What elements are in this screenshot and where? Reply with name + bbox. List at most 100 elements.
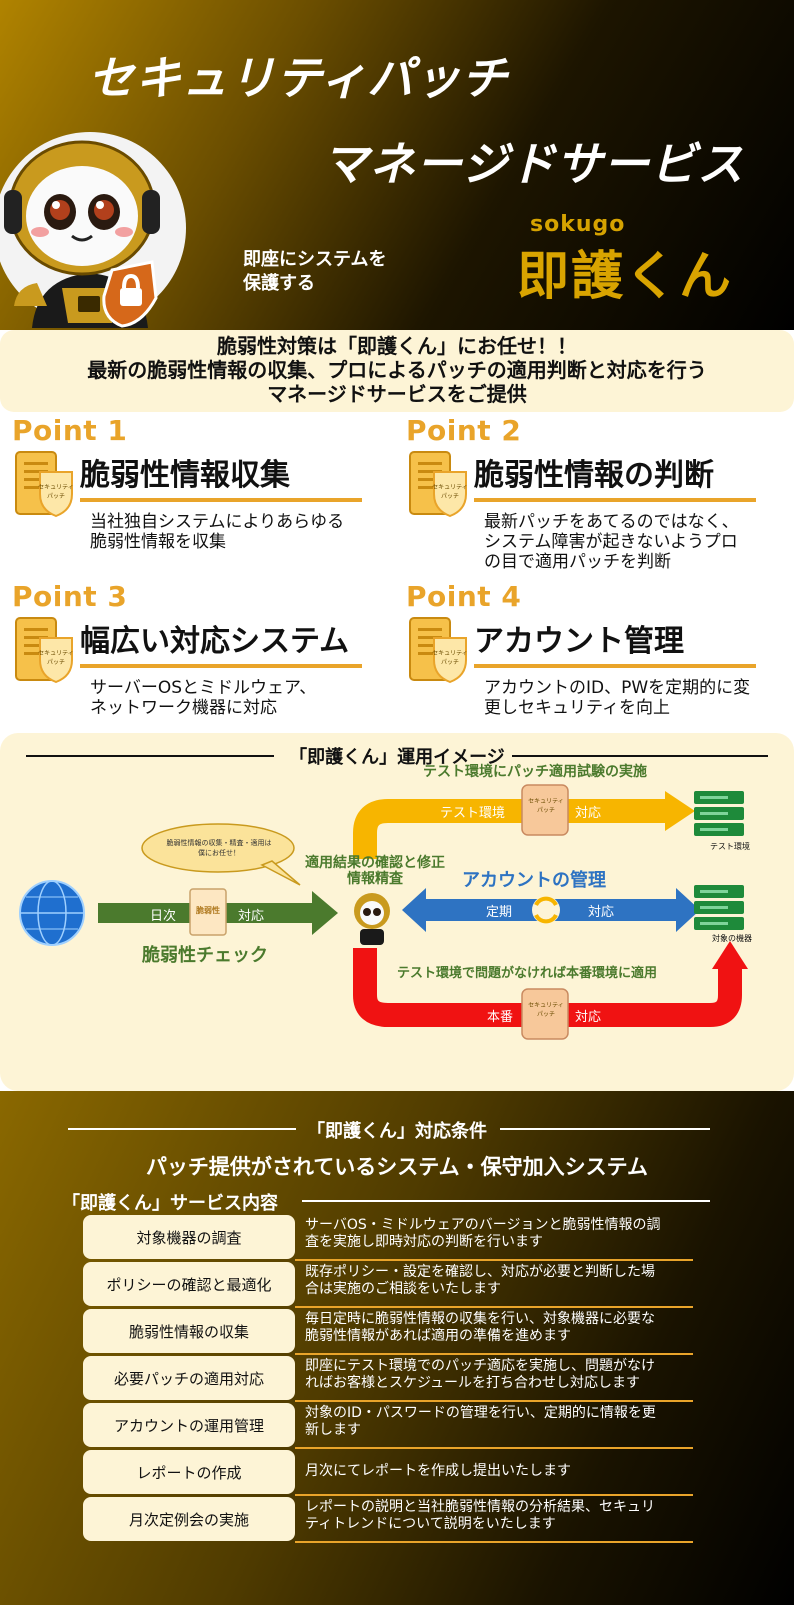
services-rule (302, 1200, 710, 1202)
service-desc-line1: サーバOS・ミドルウェアのバージョンと脆弱性情報の調 (305, 1217, 661, 1233)
point-2-desc-line3: の目で適用パッチを判断 (484, 552, 671, 572)
point-4-title: アカウント管理 (474, 624, 684, 659)
hero-tagline: 即座にシステムを 保護する (243, 248, 433, 296)
service-row: アカウントの運用管理 対象のID・パスワードの管理を行い、定期的に情報を更 新し… (83, 1403, 693, 1449)
point-2-desc-line1: 最新パッチをあてるのではなく、 (484, 512, 739, 532)
service-label: 脆弱性情報の収集 (83, 1309, 295, 1353)
point-icon-text-2: パッチ (47, 659, 65, 666)
service-desc-line1: レポートの説明と当社脆弱性情報の分析結果、セキュリ (305, 1499, 655, 1515)
service-desc-line2: 脆弱性情報があれば適用の準備を進めます (305, 1328, 571, 1344)
intro-banner: 脆弱性対策は「即護くん」にお任せ！！ 最新の脆弱性情報の収集、プロによるパッチの… (0, 330, 794, 412)
test-env-server-label: テスト環境 (710, 842, 750, 851)
point-2-title: 脆弱性情報の判断 (474, 458, 714, 493)
point-4-desc-line2: 更しセキュリティを向上 (484, 698, 670, 718)
brand-name: 即護くん (517, 247, 734, 307)
service-label: 対象機器の調査 (83, 1215, 295, 1259)
service-desc-line1: 既存ポリシー・設定を確認し、対応が必要と判断した場 (305, 1264, 655, 1280)
flow-title-rule-left (26, 755, 274, 757)
test-env-action-label: 対応 (575, 806, 602, 821)
service-row: ポリシーの確認と最適化 既存ポリシー・設定を確認し、対応が必要と判断した場 合は… (83, 1262, 693, 1308)
point-3-desc-line1: サーバーOSとミドルウェア、 (90, 678, 317, 698)
test-env-arrow-label: テスト環境 (440, 806, 506, 821)
point-icon-text-2: パッチ (47, 493, 65, 500)
hero-tagline-line2: 保護する (243, 273, 315, 294)
service-desc-line2: 査を実施し即時対応の判断を行います (305, 1234, 543, 1250)
service-label: 必要パッチの適用対応 (83, 1356, 295, 1400)
patch-icon-text-2: パッチ (536, 1011, 555, 1018)
service-description: 月次にてレポートを作成し提出いたします (305, 1463, 689, 1480)
target-server-label: 対象の機器 (712, 934, 752, 943)
hero-title-line2: マネージドサービス (322, 137, 745, 191)
point-1-description: 当社独自システムによりあらゆる 脆弱性情報を収集 (90, 512, 378, 552)
point-4-label: Point 4 (406, 580, 522, 613)
service-row-underline (295, 1306, 693, 1308)
conditions-title: 「即護くん」対応条件 (307, 1121, 487, 1142)
service-description: 毎日定時に脆弱性情報の収集を行い、対象機器に必要な 脆弱性情報があれば適用の準備… (305, 1311, 689, 1345)
point-1: Point 1 セキュリティ パッチ 脆弱性情報収集 当社独自システムによりあら… (12, 414, 382, 574)
service-row-underline (295, 1494, 693, 1496)
supported-systems: パッチ提供がされているシステム・保守加入システム (145, 1155, 649, 1179)
intro-line1: 脆弱性対策は「即護くん」にお任せ！！ (217, 334, 577, 358)
document-icon-label: 脆弱性 (196, 906, 220, 915)
service-description: レポートの説明と当社脆弱性情報の分析結果、セキュリ ティトレンドについて説明をい… (305, 1499, 689, 1533)
point-icon-text-1: セキュリティ (432, 484, 468, 491)
service-description: 対象のID・パスワードの管理を行い、定期的に情報を更 新します (305, 1405, 689, 1439)
conditions-rule-right (500, 1128, 710, 1130)
service-row-underline (295, 1447, 693, 1449)
service-label: アカウントの運用管理 (83, 1403, 295, 1447)
hero-title-line1: セキュリティパッチ (88, 51, 509, 105)
service-desc-line1: 即座にテスト環境でのパッチ適応を実施し、問題がなけ (305, 1358, 655, 1374)
services-title: 「即護くん」サービス内容 (62, 1193, 278, 1214)
account-left-label: 定期 (486, 905, 513, 920)
security-patch-document-icon: セキュリティ パッチ (15, 451, 74, 518)
account-management-title: アカウントの管理 (462, 870, 606, 891)
service-desc-line2: 合は実施のご相談をいたします (305, 1281, 501, 1297)
point-4: Point 4 セキュリティ パッチ アカウント管理 アカウントのID、PWを定… (406, 580, 776, 740)
service-description: 即座にテスト環境でのパッチ適応を実施し、問題がなけ ればお客様とスケジュールを打… (305, 1358, 689, 1392)
patch-icon-test-text: セキュリティ パッチ (528, 796, 564, 814)
service-row-underline (295, 1353, 693, 1355)
point-3-title: 幅広い対応システム (80, 624, 350, 659)
point-1-desc-line2: 脆弱性情報を収集 (90, 532, 226, 552)
point-icon-text-1: セキュリティ (38, 650, 74, 657)
daily-left-label: 日次 (150, 909, 177, 924)
hero-banner: セキュリティパッチ マネージドサービス 即座にシステムを 保護する sokugo… (0, 0, 794, 330)
mascot-robot-illustration (0, 132, 186, 328)
intro-line3: マネージドサービスをご提供 (267, 382, 527, 406)
service-label: レポートの作成 (83, 1450, 295, 1494)
speech-bubble-line2: 僕にお任せ！ (198, 849, 240, 857)
point-2-desc-line2: システム障害が起きないようプロ (484, 532, 738, 552)
confirm-caption: 適用結果の確認と修正 情報精査 (300, 855, 450, 887)
prod-caption: テスト環境で問題がなければ本番環境に適用 (397, 966, 658, 981)
point-1-underline (80, 498, 362, 502)
service-row-underline (295, 1541, 693, 1543)
flow-graphics (19, 784, 748, 1040)
service-label: ポリシーの確認と最適化 (83, 1262, 295, 1306)
intro-line2: 最新の脆弱性情報の収集、プロによるパッチの適用判断と対応を行う (87, 358, 707, 382)
conditions-rule-left (68, 1128, 296, 1130)
security-patch-document-icon: セキュリティ パッチ (409, 617, 468, 684)
patch-icon-prod (521, 988, 569, 1040)
service-row: 必要パッチの適用対応 即座にテスト環境でのパッチ適応を実施し、問題がなけ ればお… (83, 1356, 693, 1402)
brand-romaji: sokugo (530, 212, 626, 237)
confirm-line2: 情報精査 (347, 871, 403, 887)
security-patch-document-icon: セキュリティ パッチ (15, 617, 74, 684)
point-1-label: Point 1 (12, 414, 128, 447)
server-icon-target (694, 885, 744, 930)
service-row-underline (295, 1400, 693, 1402)
service-desc-line2: ればお客様とスケジュールを打ち合わせし対応します (305, 1375, 641, 1391)
speech-bubble-text: 脆弱性情報の収集・精査・適用は 僕にお任せ！ (150, 838, 288, 858)
point-4-description: アカウントのID、PWを定期的に変 更しセキュリティを向上 (484, 678, 772, 718)
operation-flow-diagram: 「即護くん」運用イメージ (0, 733, 794, 1091)
sync-icon (534, 896, 558, 907)
point-1-title: 脆弱性情報収集 (80, 458, 290, 493)
service-desc-line2: 新します (305, 1422, 361, 1438)
prod-right-label: 対応 (575, 1010, 602, 1025)
point-2-description: 最新パッチをあてるのではなく、 システム障害が起きないようプロ の目で適用パッチ… (484, 512, 772, 572)
point-icon-text-1: セキュリティ (38, 484, 74, 491)
patch-icon-text-1: セキュリティ (528, 1002, 564, 1009)
patch-icon-test (521, 784, 569, 836)
point-3-description: サーバーOSとミドルウェア、 ネットワーク機器に対応 (90, 678, 378, 718)
service-description: 既存ポリシー・設定を確認し、対応が必要と判断した場 合は実施のご相談をいたします (305, 1264, 689, 1298)
service-row: レポートの作成 月次にてレポートを作成し提出いたします (83, 1450, 693, 1496)
